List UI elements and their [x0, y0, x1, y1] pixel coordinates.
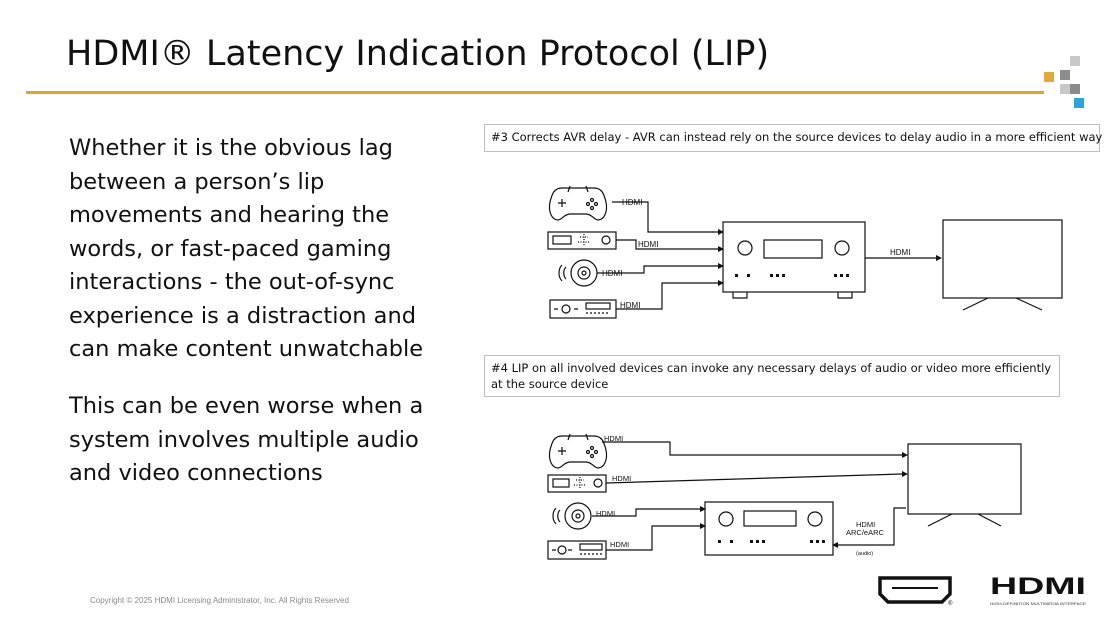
audio-label: (audio) — [856, 551, 873, 557]
hdmi-wordmark: HDMI — [990, 574, 1086, 600]
caption-3: #3 Corrects AVR delay - AVR can instead … — [484, 124, 1102, 152]
intro-paragraph: Whether it is the obvious lag between a … — [69, 135, 424, 362]
hdmi-tagline: HIGH-DEFINITION MULTIMEDIA INTERFACE — [990, 602, 1087, 606]
game-controller-icon — [548, 185, 608, 221]
link-label: HDMI — [612, 474, 631, 483]
receiver-icon — [549, 299, 617, 319]
second-paragraph: This can be even worse when a system inv… — [69, 393, 424, 486]
diagram-lip-sources: HDMI HDMI HDMI HDMI HDMI ARC/eARC (audio… — [547, 433, 1022, 560]
link-label: HDMI — [620, 301, 640, 310]
hdmi-brand: ® HDMI HIGH-DEFINITION MULTIMEDIA INTERF… — [878, 574, 1087, 607]
link-label: HDMI — [638, 240, 658, 249]
set-top-box-icon — [547, 231, 617, 250]
tv-icon — [942, 219, 1063, 311]
hdmi-connector-icon — [878, 576, 952, 604]
arc-label: ARC/eARC — [846, 528, 885, 537]
arc-label: HDMI — [856, 520, 875, 529]
link-label: HDMI — [602, 269, 622, 278]
output-label: HDMI — [890, 248, 910, 257]
disc-player-icon — [558, 259, 598, 287]
link-label: HDMI — [622, 198, 642, 207]
link-label: HDMI — [596, 509, 615, 518]
diagram-avr-delay: HDMI HDMI HDMI HDMI HDMI — [547, 185, 1063, 319]
copyright-notice: Copyright © 2025 HDMI Licensing Administ… — [90, 596, 349, 605]
game-controller-icon — [548, 433, 608, 469]
disc-player-icon — [552, 502, 592, 530]
avr-icon — [722, 221, 866, 299]
set-top-box-icon — [547, 474, 607, 493]
avr-icon — [704, 501, 834, 556]
tv-icon — [907, 443, 1022, 527]
registered-mark: ® — [948, 600, 953, 607]
slide-title: HDMI® Latency Indication Protocol (LIP) — [66, 34, 770, 74]
receiver-icon — [547, 540, 607, 560]
link-label: HDMI — [604, 434, 623, 443]
caption-4: #4 LIP on all involved devices can invok… — [484, 355, 1060, 397]
corner-logo-squares — [1040, 54, 1090, 110]
title-underline — [26, 91, 1044, 94]
link-label: HDMI — [610, 540, 629, 549]
